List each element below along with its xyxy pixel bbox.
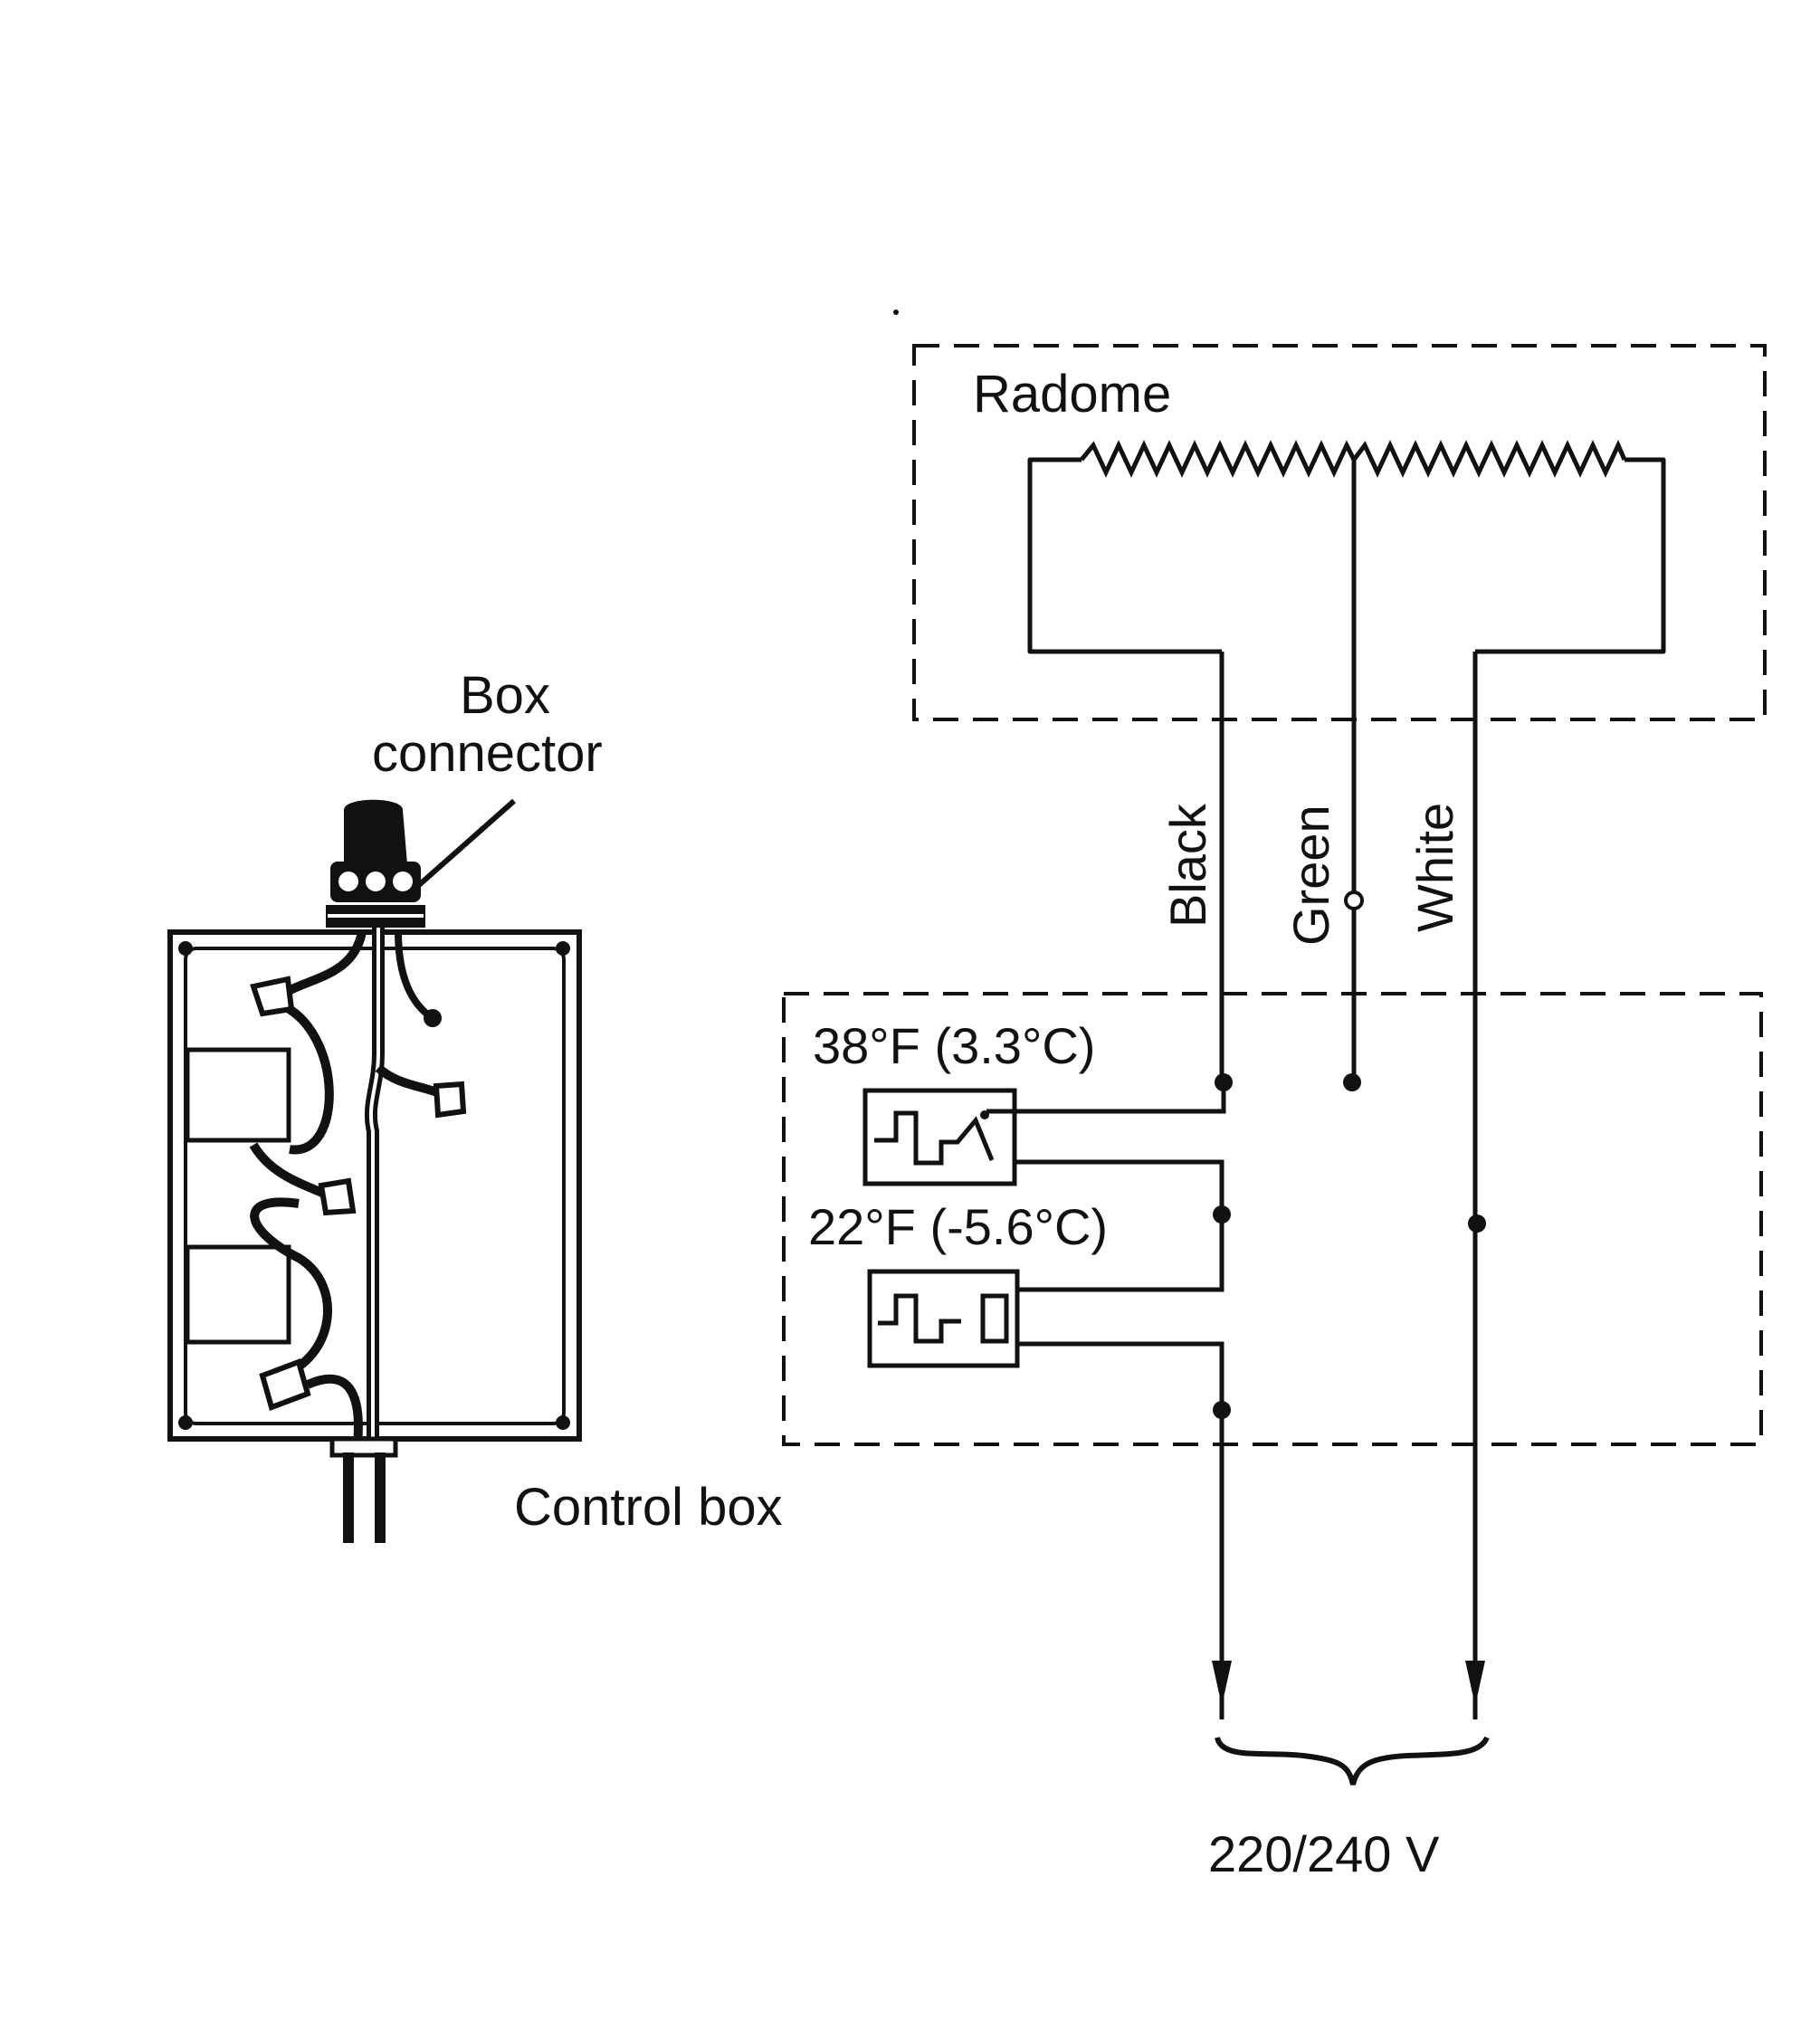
heater-zigzag-left [1080,440,1357,478]
thermostat-22f-lead-bottom [1017,1341,1224,1410]
radome-label: Radome [973,365,1171,424]
heater-element-wire-right [1475,457,1666,654]
thermostat-22f-box [867,1269,1020,1368]
white-supply-arrow [1465,1661,1485,1706]
box-screw-br [556,1415,570,1430]
wire-nut-2 [433,1081,467,1119]
white-wire-junction-dot [1468,1214,1486,1233]
thermostat-38f-lead-bottom [1015,1159,1224,1214]
thermostat-22f-contact [980,1293,1009,1344]
box-bottom-grommet [329,1436,398,1458]
green-wire-label: Green [1282,805,1339,946]
white-wire-label: White [1406,803,1463,932]
green-wire-terminal [1344,890,1364,910]
box-screw-bl [178,1415,193,1430]
stray-dot [893,310,899,315]
box-connector-label-line1: Box [460,666,550,725]
box-cable-main-inner [368,928,380,1439]
thermostat-22f-label: 22°F (-5.6°C) [808,1198,1108,1255]
box-connector [344,799,407,864]
wire-nut-1 [250,976,295,1017]
wires: Black Green White [1159,460,1486,1719]
black-supply-arrow [1212,1661,1232,1706]
control-dashed-boundary [782,992,1763,1446]
box-screw-tr [556,941,570,956]
box-wire-bottom [305,1374,363,1444]
thermostat-22f-lead-top [1017,1214,1224,1292]
box-connector-leader [410,798,516,894]
box-wire-mid [249,1142,329,1199]
radome-section: Radome [912,344,1767,721]
thermostat-38f-symbol [874,1110,995,1166]
control-circuit: 38°F (3.3°C) 22°F (-5.6°C) [782,992,1763,1446]
thermostat-38f-lead-top [986,1082,1226,1114]
wire-nut-4 [259,1358,311,1411]
heater-zigzag-right [1352,439,1627,478]
black-wire-label: Black [1159,803,1216,928]
voltage-label: 220/240 V [1208,1825,1440,1882]
box-wire-loop-lower [250,1197,332,1380]
power-supply: 220/240 V [1208,1410,1490,1882]
control-box-label: Control box [514,1478,783,1537]
green-ground-dot [1343,1073,1361,1091]
box-screw-tl [178,941,193,956]
wire-nut-3 [318,1177,357,1216]
heater-element-wire [1027,457,1222,654]
box-thermostat-lower [185,1244,291,1345]
box-connector-label-line2: connector [372,724,603,783]
box-wire-loop-upper [278,1000,334,1155]
box-thermostat-upper [185,1047,291,1143]
thermostat-38f-label: 38°F (3.3°C) [813,1017,1095,1074]
box-connector-hole-1 [338,871,358,891]
supply-brace [1215,1736,1490,1786]
box-wire-b-end [424,1009,442,1027]
box-connector-hole-2 [366,871,386,891]
box-connector-hole-3 [393,871,413,891]
control-box-illustration: Box connector [167,666,783,1543]
thermostat-38f-box [862,1088,1017,1186]
radome-dashed-boundary [912,344,1767,721]
thermostat-22f-symbol [878,1293,961,1344]
